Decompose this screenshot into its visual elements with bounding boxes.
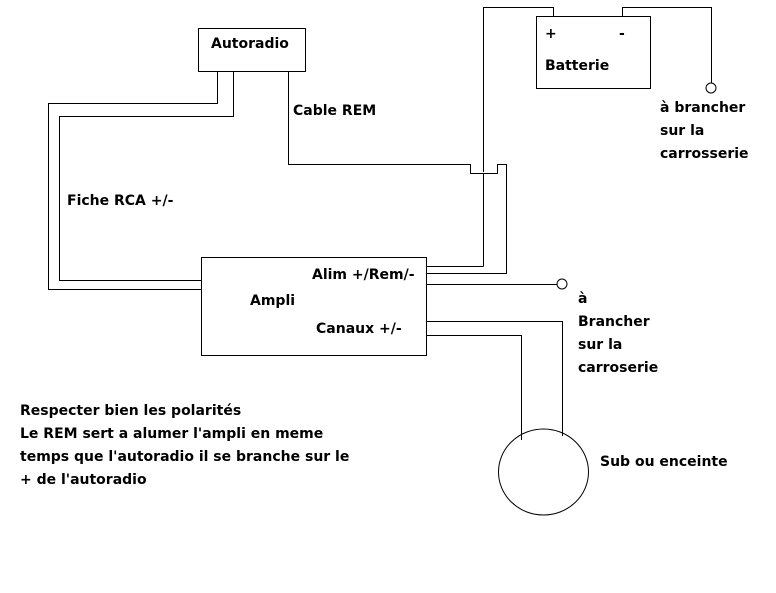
- cable-rem-label: Cable REM: [293, 103, 377, 119]
- note-line: + de l'autoradio: [20, 472, 147, 488]
- battery-plus-label: +: [545, 26, 557, 42]
- canaux-label: Canaux +/-: [316, 321, 402, 337]
- ampli-box: [201, 257, 427, 356]
- sub-speaker: [498, 428, 589, 516]
- channel-wire-inner: [426, 335, 522, 440]
- ground-note-batterie-line: à brancher: [660, 100, 746, 116]
- ground-note-batterie-line: carrosserie: [660, 146, 749, 162]
- autoradio-label: Autoradio: [211, 36, 289, 52]
- ampli-label: Ampli: [250, 293, 296, 309]
- autoradio-box: [198, 28, 306, 72]
- rem-wire: [288, 71, 507, 274]
- ground-terminal-ampli: [556, 278, 568, 290]
- rca-wire-inner: [59, 71, 234, 281]
- notes-block: Respecter bien les polarités Le REM sert…: [20, 400, 349, 492]
- ground-note-ampli-line: à: [578, 291, 588, 307]
- alim-label: Alim +/Rem/-: [312, 267, 415, 283]
- ground-terminal-batterie: [705, 82, 717, 94]
- batterie-label: Batterie: [545, 58, 610, 74]
- battery-plus-wire: [483, 7, 554, 172]
- battery-minus-label: -: [619, 26, 625, 42]
- fiche-rca-label: Fiche RCA +/-: [67, 193, 174, 209]
- rca-wire-outer: [48, 71, 218, 290]
- note-line: Respecter bien les polarités: [20, 403, 242, 419]
- ground-note-ampli-line: sur la: [578, 337, 623, 353]
- sub-label: Sub ou enceinte: [600, 454, 728, 470]
- note-line: Le REM sert a alumer l'ampli en meme: [20, 426, 324, 442]
- battery-minus-wire: [622, 7, 712, 83]
- channel-wire-outer: [426, 321, 563, 436]
- ground-note-ampli-line: Brancher: [578, 314, 650, 330]
- ground-note-ampli-line: carroserie: [578, 360, 659, 376]
- note-line: temps que l'autoradio il se branche sur …: [20, 449, 350, 465]
- ground-note-batterie: à brancher sur la carrosserie: [660, 97, 749, 166]
- batterie-box: [536, 16, 651, 89]
- ground-note-batterie-line: sur la: [660, 123, 705, 139]
- ground-note-ampli: à Brancher sur la carroserie: [578, 288, 658, 380]
